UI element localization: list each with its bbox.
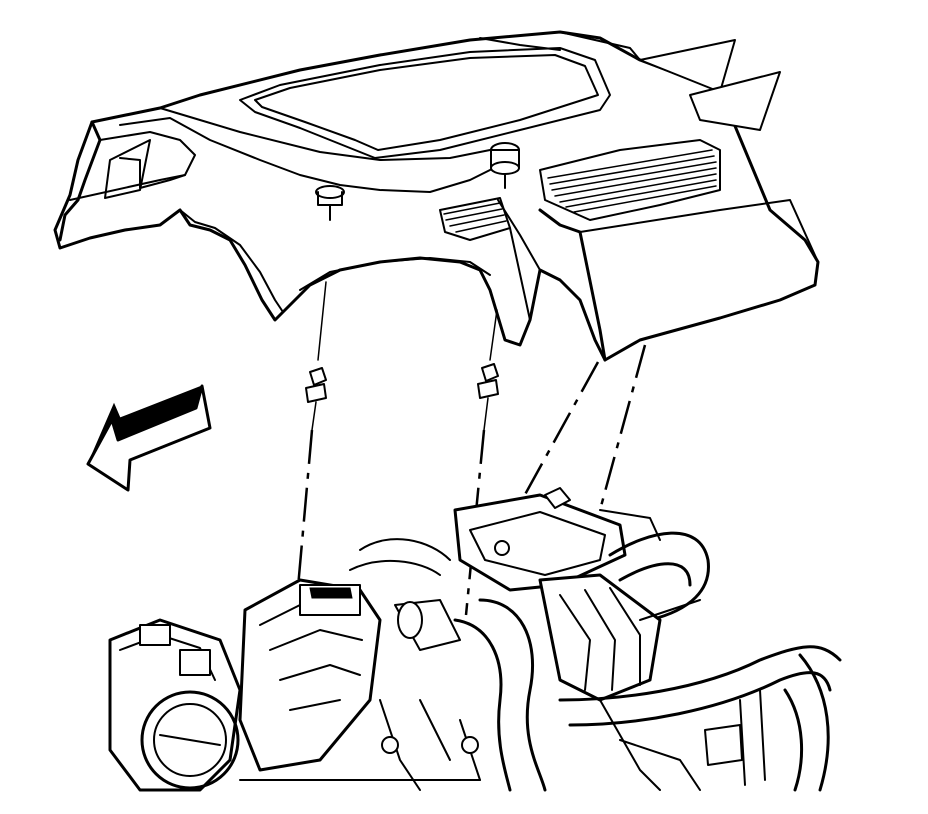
front-direction-arrow <box>86 384 212 492</box>
engine-cover <box>53 30 820 362</box>
cover-boss-right <box>490 142 520 189</box>
cover-boss-left <box>315 185 345 221</box>
alignment-lines <box>294 344 647 616</box>
cover-louvers-left <box>443 202 507 233</box>
cover-recess-panel <box>239 47 611 159</box>
cover-fastener-left <box>305 281 327 431</box>
cover-fastener-right <box>477 309 499 431</box>
engine-assembly <box>108 487 842 792</box>
cover-louvers-right <box>547 149 717 213</box>
throttle-body <box>108 618 242 792</box>
